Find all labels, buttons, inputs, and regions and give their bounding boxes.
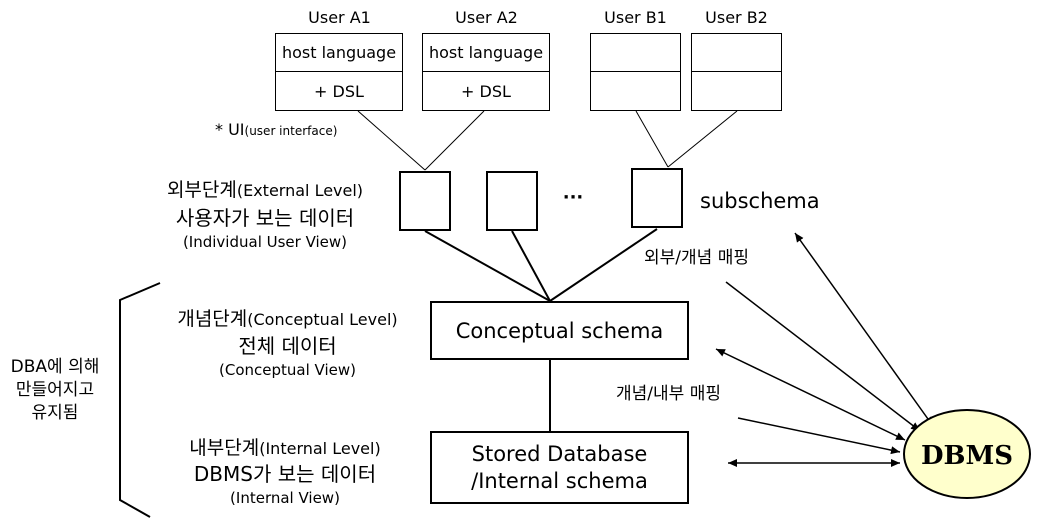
user-a1-dsl: + DSL [275,71,403,111]
subschema-label: subschema [700,189,820,213]
internal-schema-line2: /Internal schema [471,468,648,493]
user-a2-dsl: + DSL [422,71,550,111]
internal-level-title: 내부단계(Internal Level) [160,437,410,460]
connector-view2-conceptual [511,230,551,302]
internal-schema-box: Stored Database /Internal schema [430,431,689,504]
user-b2-top-cell [691,33,782,72]
user-b1-name: User B1 [604,8,667,27]
dba-note: DBA에 의해 만들어지고 유지됨 [0,356,110,425]
conceptual-level-title-en: (Conceptual Level) [247,310,398,329]
dba-note-line2: 만들어지고 [15,379,95,400]
user-a2-name: User A2 [455,8,518,27]
connector-user-b2 [667,110,738,168]
internal-level-title-en: (Internal Level) [259,439,381,458]
connector-user-a2 [424,110,485,171]
conceptual-level-title-ko: 개념단계 [177,308,248,330]
user-a1-name: User A1 [308,8,371,27]
arrow-subschema-dbms [794,232,934,427]
external-view-ellipsis: ··· [562,187,584,208]
internal-schema-line1: Stored Database [471,442,648,467]
ui-note-sub: (user interface) [244,124,338,138]
conceptual-schema-box: Conceptual schema [430,301,689,360]
conceptual-schema-label: Conceptual schema [455,318,664,343]
connector-user-a1 [357,110,426,171]
conceptual-level-title: 개념단계(Conceptual Level) [155,308,420,331]
user-a2-host-language: host language [422,33,550,72]
external-level-title-en: (External Level) [236,181,364,200]
external-level-view: (Individual User View) [182,233,348,251]
internal-level-view: (Internal View) [230,489,340,507]
external-level-title: 외부단계(External Level) [140,179,390,202]
connector-view3-conceptual [549,228,658,302]
arrow-conceptual-dbms [715,348,906,441]
con-int-mapping-label: 개념/내부 매핑 [616,384,721,404]
external-level-title-ko: 외부단계 [166,179,237,201]
dba-note-line3: 유지됨 [31,402,79,423]
connector-user-b1 [635,110,669,168]
user-b2-bottom-cell [691,71,782,111]
user-a1-host-language: host language [275,33,403,72]
conceptual-level-desc: 전체 데이터 [238,334,337,358]
internal-level-title-ko: 내부단계 [189,437,260,459]
ui-note: * UI(user interface) [215,120,337,139]
user-b1-bottom-cell [590,71,681,111]
arrow-con-int-mapping-dbms [737,417,901,455]
external-level-desc: 사용자가 보는 데이터 [175,206,355,230]
conceptual-level-view: (Conceptual View) [219,361,356,379]
internal-level-desc: DBMS가 보는 데이터 [193,462,377,486]
dbms-label: DBMS [921,441,1013,471]
dbms-ellipse [903,409,1031,499]
dba-note-line1: DBA에 의해 [10,357,100,377]
user-b2-name: User B2 [705,8,768,27]
external-view-box-1 [399,171,451,231]
user-b1-top-cell [590,33,681,72]
dba-bracket [119,282,161,518]
connector-view1-conceptual [424,230,551,302]
ui-note-main: * UI [215,120,245,139]
arrow-ext-con-mapping-dbms [725,281,921,432]
external-view-box-3 [631,168,683,228]
ext-con-mapping-label: 외부/개념 매핑 [644,248,749,268]
external-view-box-2 [486,171,538,231]
